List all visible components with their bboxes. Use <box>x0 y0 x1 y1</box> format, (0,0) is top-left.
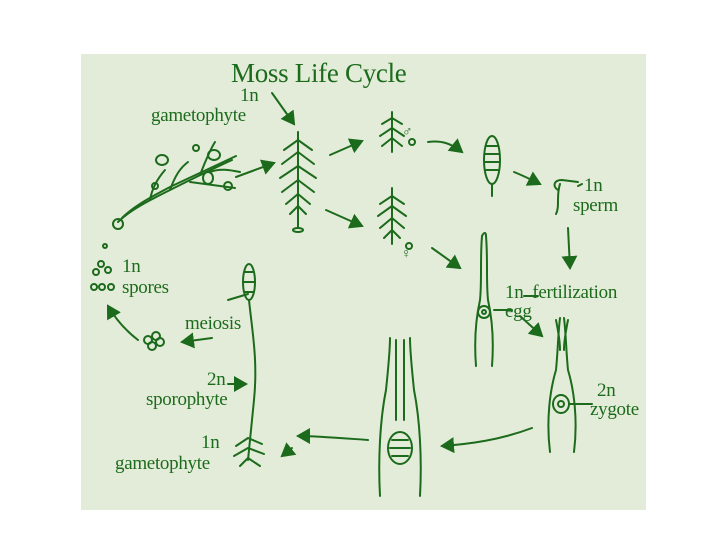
spores-label: spores <box>122 277 169 298</box>
leafy-gametophyte-drawing <box>279 131 317 233</box>
archegonium-egg-drawing <box>474 232 494 367</box>
diagram-title: Moss Life Cycle <box>231 58 407 88</box>
meiosis-label: meiosis <box>185 313 241 334</box>
sperm-drawing <box>553 178 579 215</box>
gametophyte-top-label: gametophyte <box>151 105 246 126</box>
spores-drawing <box>90 243 115 291</box>
archegonium-zygote-drawing <box>547 317 577 453</box>
diagram-background <box>81 54 646 510</box>
female-symbol: ♀ <box>401 247 412 262</box>
antheridium-drawing <box>483 135 501 197</box>
sporophyte-ploidy-label: 2n <box>207 369 226 390</box>
cycle-arrows <box>106 92 578 458</box>
male-symbol: ♂ <box>402 125 413 140</box>
zygote-label: zygote <box>590 399 639 420</box>
sperm-ploidy-label: 1n <box>584 175 603 196</box>
sporophyte-drawing <box>233 263 265 467</box>
female-gametophyte-drawing <box>377 187 413 250</box>
egg-label: egg <box>505 301 532 322</box>
gametophyte-bottom-ploidy-label: 1n <box>201 432 220 453</box>
embryo-sporophyte-drawing <box>378 337 422 497</box>
gametophyte-top-ploidy-label: 1n <box>240 85 259 106</box>
male-gametophyte-drawing <box>379 111 416 153</box>
meiosis-leader <box>227 293 249 301</box>
gametophyte-bottom-label: gametophyte <box>115 453 210 474</box>
protonema-gametophyte-drawing <box>112 141 241 230</box>
sporophyte-label: sporophyte <box>146 389 228 410</box>
sperm-label: sperm <box>573 195 618 216</box>
fertilization-label: 1n fertilization <box>505 282 618 303</box>
spores-cluster-drawing <box>143 331 165 351</box>
spores-ploidy-label: 1n <box>122 256 141 277</box>
sperm-leader <box>577 183 583 187</box>
zygote-ploidy-label: 2n <box>597 380 616 401</box>
